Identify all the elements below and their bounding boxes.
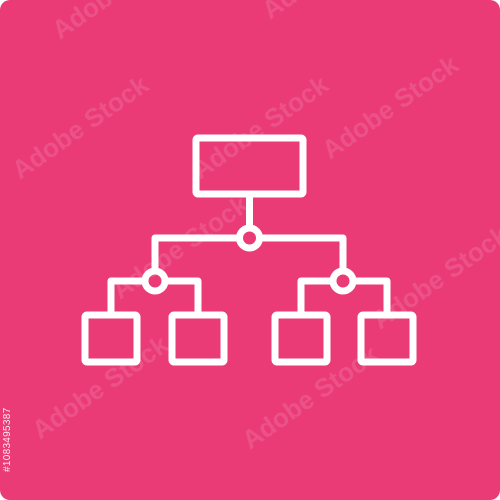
- stock-id-label: #1083495387: [2, 407, 13, 473]
- leaf-box-4: [357, 311, 417, 366]
- leaf-box-1: [81, 311, 141, 366]
- right-branch-line: [256, 234, 347, 272]
- right-right-connector: [349, 277, 391, 319]
- right-left-connector: [297, 277, 337, 319]
- leaf-box-2: [168, 311, 228, 366]
- left-left-connector: [107, 277, 149, 319]
- left-right-connector: [161, 277, 202, 319]
- leaf-box-3: [271, 311, 331, 366]
- left-branch-line: [151, 234, 243, 272]
- org-chart-glyph: [81, 134, 417, 366]
